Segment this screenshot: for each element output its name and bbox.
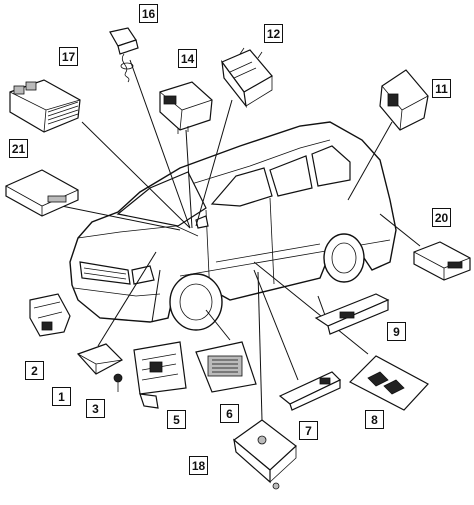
component-1-module bbox=[76, 343, 123, 375]
component-9-module bbox=[314, 293, 390, 335]
component-7-module bbox=[278, 371, 342, 411]
callout-12: 12 bbox=[264, 24, 283, 43]
component-5-module bbox=[133, 341, 187, 409]
component-18-module bbox=[233, 419, 297, 490]
callout-14: 14 bbox=[178, 49, 197, 68]
component-12-module bbox=[221, 47, 273, 109]
component-3-screw bbox=[113, 373, 123, 392]
component-17-module bbox=[9, 79, 81, 133]
callout-17: 17 bbox=[59, 47, 78, 66]
component-20-module bbox=[413, 241, 471, 281]
callout-2: 2 bbox=[25, 361, 44, 380]
callout-5: 5 bbox=[167, 410, 186, 429]
callout-7: 7 bbox=[299, 421, 318, 440]
callout-6: 6 bbox=[220, 404, 239, 423]
callout-9: 9 bbox=[387, 322, 406, 341]
component-2-switch bbox=[29, 293, 71, 337]
minivan-body bbox=[69, 121, 397, 331]
leader-lines bbox=[41, 59, 421, 421]
callout-21: 21 bbox=[9, 139, 28, 158]
callout-3: 3 bbox=[86, 399, 105, 418]
component-8-module bbox=[348, 355, 429, 411]
callout-8: 8 bbox=[365, 410, 384, 429]
component-14-module bbox=[159, 81, 213, 134]
callout-1: 1 bbox=[52, 387, 71, 406]
callout-11: 11 bbox=[432, 79, 451, 98]
callout-16: 16 bbox=[139, 4, 158, 23]
component-21-module bbox=[5, 169, 79, 217]
callout-20: 20 bbox=[432, 208, 451, 227]
component-16-sensor bbox=[109, 27, 139, 83]
component-11-module bbox=[379, 69, 429, 131]
callout-18: 18 bbox=[189, 456, 208, 475]
component-6-module bbox=[195, 341, 257, 393]
